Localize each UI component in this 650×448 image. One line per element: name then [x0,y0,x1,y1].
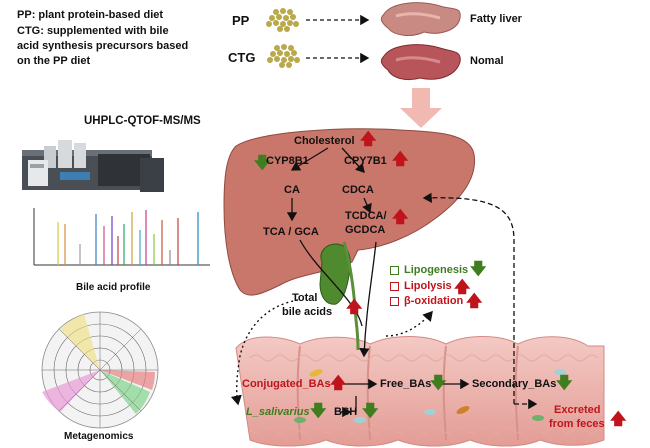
lipolysis-up-arrow-icon: 🡅 [454,279,471,296]
excreted-up-arrow-icon: 🡅 [610,411,627,428]
legend-pp: PP: plant protein-based diet [17,8,163,23]
total-bile-acids-up-arrow-icon: 🡅 [346,299,363,316]
legend-ctg-desc-3: on the PP diet [17,55,91,67]
free-bas-label: Free_BAs [380,378,432,390]
legend-pp-desc: : plant protein-based diet [31,9,164,21]
boxidation-label: β-oxidation [404,295,464,307]
bsh-down-arrow-icon: 🡇 [362,403,379,420]
cholesterol-up-arrow-icon: 🡅 [360,131,377,148]
legend-pp-abbr: PP [17,9,32,21]
cyp8b1-down-arrow-icon: 🡇 [254,155,271,172]
fatty-liver-label: Fatty liver [470,13,522,25]
cpy7b1-label: CPY7B1 [344,155,387,167]
conjugated-bas-label: Conjugated_BAs [242,378,331,390]
l-salivarius-label: L_salivarius [246,406,310,418]
secondary-bas-label: Secondary_BAs [472,378,557,390]
l-salivarius-down-arrow-icon: 🡇 [310,403,327,420]
bile-acid-profile-label: Bile acid profile [76,282,151,293]
excreted-line1: Excreted [554,404,601,416]
ctg-feed-pellets-icon [267,44,300,68]
cholesterol-label: Cholesterol [294,135,355,147]
fatty-liver-image [380,2,461,36]
legend-ctg-abbr: CTG [17,25,41,37]
lipogenesis-label: Lipogenesis [404,264,469,276]
bsh-label: BSH [334,406,358,418]
pp-feed-pellets-icon [266,8,299,32]
conjugated-bas-up-arrow-icon: 🡅 [330,375,347,392]
boxidation-checkbox-icon [390,297,399,306]
bile-duct [342,241,360,351]
chromatogram-image [33,208,210,266]
normal-label: Nomal [470,55,504,67]
intestine-image [235,336,605,447]
total-bile-acids-line1: Total [292,292,318,304]
phylogenetic-tree-image [41,311,159,429]
lipolysis-checkbox-icon [390,282,399,291]
normal-liver-image [380,44,461,81]
tca-gca-label: TCA / GCA [263,226,319,238]
legend-ctg-desc-1: : supplemented with bile [40,25,169,37]
free-bas-down-arrow-icon: 🡇 [430,375,447,392]
boxidation-up-arrow-icon: 🡅 [466,293,483,310]
lipogenesis-down-arrow-icon: 🡇 [470,261,487,278]
legend-ctg-desc-2: acid synthesis precursors based [17,40,189,52]
ctg-label: CTG [228,50,256,65]
ca-label: CA [284,184,300,196]
mass-spectrometer-image [22,140,164,192]
secondary-bas-down-arrow-icon: 🡇 [556,375,573,392]
excreted-line2: from feces [549,418,605,430]
metagenomics-label: Metagenomics [64,431,134,442]
cyp8b1-label: CYP8B1 [266,155,309,167]
instrument-label: UHPLC-QTOF-MS/MS [84,115,201,127]
gcdca-label: GCDCA [345,224,386,236]
pp-label: PP [232,13,250,28]
transition-arrow [400,88,442,128]
cpy7b1-up-arrow-icon: 🡅 [392,151,409,168]
cdca-label: CDCA [342,184,374,196]
lipolysis-label: Lipolysis [404,280,452,292]
tcdca-label: TCDCA/ [345,210,387,222]
liver-image [223,128,476,296]
lipogenesis-checkbox-icon [390,266,399,275]
legend-ctg: CTG: supplemented with bile [17,24,169,39]
tcdca-up-arrow-icon: 🡅 [392,209,409,226]
total-bile-acids-line2: bile acids [282,306,333,318]
